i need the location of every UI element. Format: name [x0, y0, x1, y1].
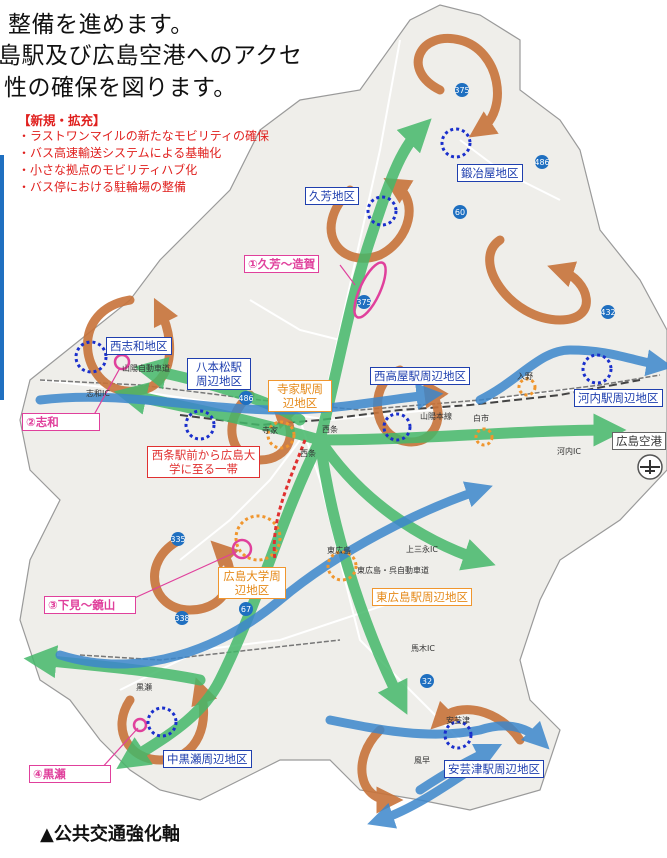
area-kuba: 久芳地区 [305, 187, 359, 205]
area-akitsu: 安芸津駅周辺地区 [444, 760, 544, 778]
measure-item: ・バス停における駐輪場の整備 [18, 180, 187, 194]
area-saijo-corridor: 西条駅前から広島大学に至る一帯 [147, 446, 260, 478]
label-iriyo: 入野 [517, 372, 533, 381]
corridor-3: ③下見～鏡山 [44, 596, 136, 614]
station-circles [74, 127, 613, 750]
railway [179, 379, 641, 427]
label-kazahaya: 風早 [414, 756, 430, 765]
area-nakakurose: 中黒瀬周辺地区 [163, 750, 252, 768]
route-32: 32 [422, 677, 432, 686]
side-accent-bar [0, 155, 4, 400]
label-toukai-road: 東広島・呉自動車道 [357, 566, 429, 575]
label-sanyo-exp: 山陽自動車道 [122, 364, 170, 373]
label-baba-ic: 馬木IC [411, 644, 435, 653]
header-line-1: 整備を進めます。 [8, 12, 194, 38]
route-375a: 375 [454, 86, 469, 95]
corridor-2: ②志和 [22, 413, 100, 431]
label-kurose: 黒瀬 [136, 683, 152, 692]
area-kochi: 河内駅周辺地区 [574, 389, 663, 407]
green-axes [23, 118, 627, 770]
label-sanyo-line: 山陽本線 [420, 412, 452, 421]
area-higashi-hiroshima: 東広島駅周辺地区 [372, 588, 472, 606]
map-caption: ▲公共交通強化軸 [40, 824, 180, 845]
saijo-corridor-line [272, 439, 307, 561]
area-saijo-west: 西志和地区 [106, 337, 172, 355]
area-nishitakaya: 西高屋駅周辺地区 [370, 367, 470, 385]
measure-item: ・ラストワンマイルの新たなモビリティの確保 [18, 129, 270, 143]
corridor-markers [113, 261, 387, 733]
measure-item: ・バス高速輸送システムによる基軸化 [18, 146, 222, 160]
label-saijo: 西条 [322, 425, 338, 434]
route-375b: 375 [356, 298, 371, 307]
label-tera: 寺家 [262, 426, 278, 435]
area-hiroshima-uni: 広島大学周辺地区 [218, 567, 286, 599]
area-airport: 広島空港 [612, 432, 666, 450]
route-486: 486 [534, 158, 549, 167]
route-67: 67 [241, 605, 251, 614]
route-486b: 486 [238, 394, 253, 403]
measure-item: ・小さな拠点のモビリティハブ化 [18, 163, 198, 177]
label-saijo-st: 西条 [300, 449, 316, 458]
airport-icon [637, 454, 663, 480]
label-higashi-hiroshima-st: 東広島 [327, 546, 351, 555]
header-line-2: 島駅及び広島空港へのアクセ [0, 43, 303, 69]
label-kaminagae-ic: 上三永IC [406, 545, 438, 554]
corridor-1: ①久芳～造賀 [244, 255, 320, 273]
route-432: 432 [600, 308, 615, 317]
label-shiraichi: 白市 [473, 414, 489, 423]
orange-station-circles [234, 377, 537, 582]
route-60: 60 [455, 208, 465, 217]
area-hachihonmatsu: 八本松駅周辺地区 [187, 358, 251, 390]
corridor-4: ④黒瀬 [29, 765, 111, 783]
route-338: 338 [174, 614, 189, 623]
label-kochi-ic: 河内IC [557, 447, 581, 456]
area-terao: 寺家駅周辺地区 [268, 380, 332, 412]
label-akitsu-st: 安芸津 [446, 716, 470, 725]
measures-title: 【新規・拡充】 [18, 113, 106, 128]
measures-list: ・ラストワンマイルの新たなモビリティの確保 ・バス高速輸送システムによる基軸化 … [18, 128, 269, 196]
header-line-3: 性の確保を図ります。 [4, 75, 237, 101]
route-335: 335 [170, 535, 185, 544]
area-kajiya: 鍛冶屋地区 [457, 164, 523, 182]
label-shiwa-ic: 志和IC [86, 389, 110, 398]
